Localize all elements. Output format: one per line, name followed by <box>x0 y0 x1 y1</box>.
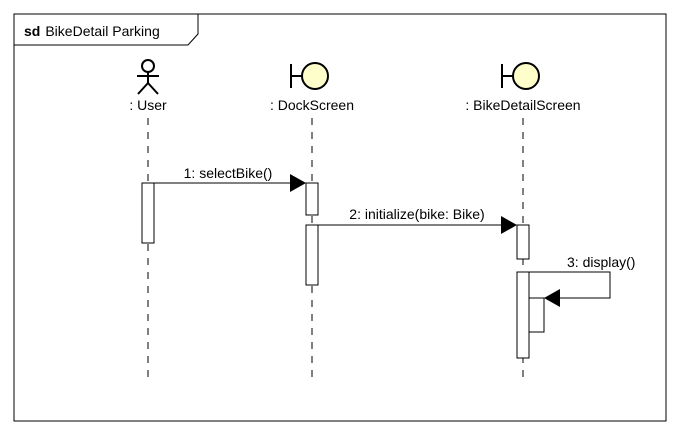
arrowhead <box>544 289 560 307</box>
activation-dockscreen-1 <box>305 182 319 216</box>
message-label-select-bike: 1: selectBike() <box>184 165 273 181</box>
activation-dockscreen-2 <box>305 224 319 286</box>
frame-title-tab <box>13 13 199 46</box>
activation-user <box>141 182 155 244</box>
participant-user-label: : User <box>129 97 167 113</box>
participant-dockscreen-label: : DockScreen <box>270 97 354 113</box>
boundary-icon <box>501 62 540 90</box>
arrowhead <box>501 216 517 234</box>
activation-bikedetailscreen-nested <box>528 297 545 333</box>
activation-bikedetailscreen-1 <box>516 224 530 260</box>
arrowhead <box>290 174 306 192</box>
frame-keyword: sd <box>24 23 40 39</box>
frame-title: sd BikeDetail Parking <box>24 23 160 39</box>
message-label-initialize: 2: initialize(bike: Bike) <box>349 206 484 222</box>
message-label-display: 3: display() <box>567 254 635 270</box>
boundary-icon <box>290 62 329 90</box>
frame-name: BikeDetail Parking <box>45 23 159 39</box>
activation-bikedetailscreen-2 <box>516 271 530 359</box>
message-arrow-display <box>529 271 611 299</box>
actor-icon <box>137 59 159 95</box>
diagram-frame <box>13 13 667 422</box>
participant-bikedetailscreen-label: : BikeDetailScreen <box>465 97 580 113</box>
